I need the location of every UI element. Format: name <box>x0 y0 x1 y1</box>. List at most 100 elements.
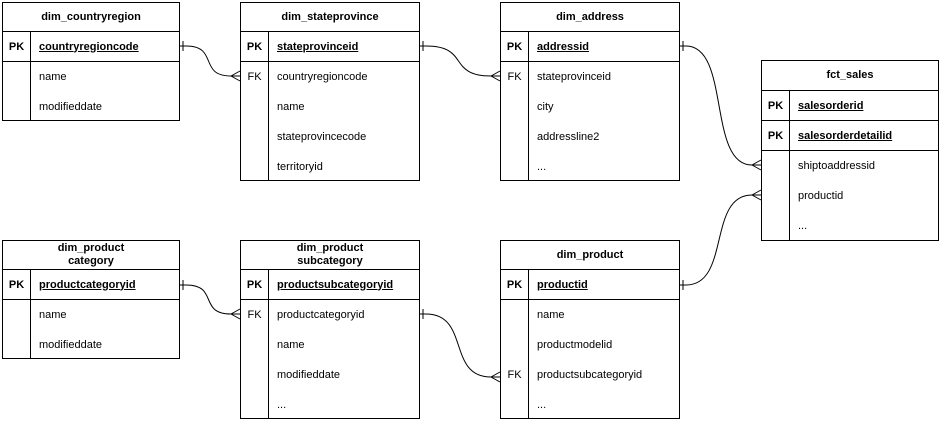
table-title-dim_productcategory: dim_product category <box>3 241 179 270</box>
attribute-row[interactable]: modifieddate <box>39 339 102 351</box>
attribute-row[interactable]: productmodelid <box>537 339 613 351</box>
attribute-row[interactable]: name <box>537 309 565 321</box>
pk-badge: PK <box>501 270 529 299</box>
attribute-list: name modifieddate <box>31 62 179 120</box>
attribute-row[interactable]: productcategoryid <box>277 309 365 321</box>
pk-badge: PK <box>3 32 31 61</box>
attribute-row[interactable]: shiptoaddressid <box>798 160 876 172</box>
attribute-row[interactable]: ... <box>537 161 547 173</box>
pk-column-name: productcategoryid <box>39 278 136 291</box>
fk-badge: FK <box>247 309 262 321</box>
table-title-dim_address: dim_address <box>501 3 679 32</box>
crowsfoot-lower <box>751 164 762 171</box>
pk-badge: PK <box>3 270 31 299</box>
attribute-block: FK name productmodelid productsubcategoryid… <box>501 300 679 418</box>
pk-row[interactable]: PK productcategoryid <box>3 270 179 300</box>
attribute-list: productcategoryid name modifieddate... <box>269 300 419 418</box>
attribute-row[interactable]: ... <box>798 220 808 232</box>
relationship-countryregion-stateprovince <box>180 41 241 82</box>
attribute-row[interactable]: name <box>277 339 305 351</box>
attribute-row[interactable]: name <box>39 71 67 83</box>
crowsfoot-upper <box>751 159 762 166</box>
crowsfoot-lower <box>490 75 501 82</box>
relationship-address-fctsales <box>680 41 762 171</box>
relationship-product-fctsales <box>680 189 762 290</box>
table-title-dim_stateprovince: dim_stateprovince <box>241 3 419 32</box>
attribute-row[interactable]: stateprovinceid <box>537 71 611 83</box>
pk-column-name: countryregioncode <box>39 40 139 53</box>
table-title-dim_product: dim_product <box>501 241 679 270</box>
relationship-curve <box>185 284 232 315</box>
fk-badge-column: FK <box>241 300 269 418</box>
attribute-row[interactable]: name <box>277 101 305 113</box>
attribute-block: FK productcategoryid name modifieddate... <box>241 300 419 418</box>
pk-badge: PK <box>241 270 269 299</box>
attribute-row[interactable]: productid <box>798 190 844 202</box>
attribute-block: FK stateprovinceid city addressline2... <box>501 62 679 180</box>
attribute-row[interactable]: stateprovincecode <box>277 131 367 143</box>
attribute-block: name modifieddate <box>3 62 179 120</box>
pk-badge: PK <box>762 91 790 120</box>
attribute-list: name modifieddate <box>31 300 179 358</box>
attribute-row[interactable]: countryregioncode <box>277 71 368 83</box>
fk-badge-column <box>3 300 31 358</box>
attribute-list: countryregioncode name stateprovincecode te… <box>269 62 419 180</box>
attribute-row[interactable]: territoryid <box>277 161 323 173</box>
pk-column-name: productsubcategoryid <box>277 278 394 291</box>
fk-badge: FK <box>507 369 522 381</box>
fk-badge-column: FK <box>241 62 269 180</box>
table-title-dim_productsubcategory: dim_product subcategory <box>241 241 419 270</box>
crowsfoot-lower <box>230 75 241 82</box>
table-title-dim_countryregion: dim_countryregion <box>3 3 179 32</box>
attribute-row[interactable]: modifieddate <box>39 101 102 113</box>
attribute-row[interactable]: addressline2 <box>537 131 600 143</box>
fk-badge: FK <box>247 71 262 83</box>
fk-badge-column: FK <box>501 62 529 180</box>
relationship-curve <box>185 45 232 77</box>
attribute-row[interactable]: modifieddate <box>277 369 340 381</box>
pk-column-name: stateprovinceid <box>277 40 359 53</box>
pk-badge: PK <box>501 32 529 61</box>
relationship-productcategory-subcategory <box>180 280 241 320</box>
crowsfoot-lower <box>490 376 501 383</box>
attribute-row[interactable]: name <box>39 309 67 321</box>
attribute-block: shiptoaddressid productid... <box>762 151 938 240</box>
attribute-list: name productmodelid productsubcategoryid..… <box>529 300 679 418</box>
relationship-curve <box>685 194 753 286</box>
pk-row[interactable]: PK countryregioncode <box>3 32 179 62</box>
pk-column-name: addressid <box>537 40 589 53</box>
crowsfoot-upper <box>490 70 501 77</box>
attribute-list: stateprovinceid city addressline2... <box>529 62 679 180</box>
fk-badge: FK <box>507 71 522 83</box>
attribute-row[interactable]: city <box>537 101 554 113</box>
relationship-curve <box>425 313 492 378</box>
relationship-stateprovince-address <box>420 41 501 82</box>
attribute-block: FK countryregioncode name stateprovincecode… <box>241 62 419 180</box>
attribute-row[interactable]: ... <box>277 399 287 411</box>
relationship-curve <box>685 45 753 166</box>
pk-column-name: salesorderdetailid <box>798 129 893 142</box>
crowsfoot-upper <box>751 189 762 196</box>
attribute-row[interactable]: productsubcategoryid <box>537 369 643 381</box>
relationship-subcategory-product <box>420 309 501 383</box>
relationship-curve <box>425 45 492 77</box>
attribute-list: shiptoaddressid productid... <box>790 151 938 240</box>
pk-row[interactable]: PK addressid <box>501 32 679 62</box>
crowsfoot-upper <box>230 70 241 77</box>
attribute-row[interactable]: ... <box>537 399 547 411</box>
pk-row[interactable]: PK productsubcategoryid <box>241 270 419 300</box>
crowsfoot-upper <box>490 371 501 378</box>
crowsfoot-lower <box>751 194 762 201</box>
